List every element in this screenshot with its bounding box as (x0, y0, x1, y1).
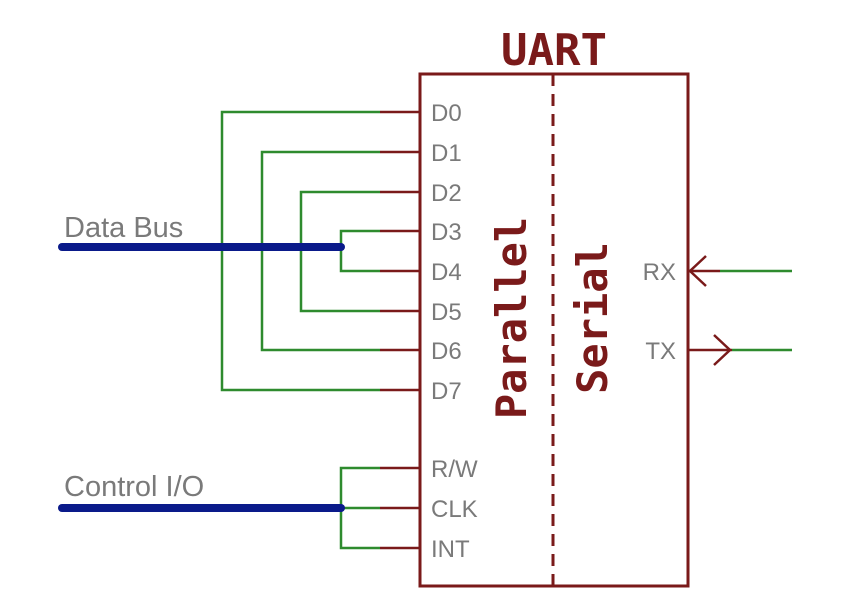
left-pin-stubs (380, 110, 420, 550)
pin-label-rx: RX (643, 259, 676, 286)
pin-label-d0: D0 (431, 100, 462, 127)
wire-d3-d4 (339, 229, 380, 273)
control-io-label: Control I/O (64, 471, 204, 503)
pin-label-clk: CLK (431, 496, 478, 523)
chip-title: UART (501, 25, 607, 76)
pin-label-tx: TX (645, 338, 676, 365)
control-pin-labels: R/W CLK INT (431, 456, 478, 563)
wire-d2-d5 (299, 190, 380, 313)
pin-label-d5: D5 (431, 299, 462, 326)
pin-label-d3: D3 (431, 219, 462, 246)
tx-output-arrow-icon (713, 334, 732, 366)
serial-label: Serial (568, 242, 617, 394)
pin-label-d6: D6 (431, 338, 462, 365)
pin-label-d1: D1 (431, 140, 462, 167)
data-pin-labels: D0 D1 D2 D3 D4 D5 D6 D7 (431, 100, 462, 405)
pin-label-d7: D7 (431, 378, 462, 405)
pin-label-rw: R/W (431, 456, 478, 483)
pin-label-d4: D4 (431, 259, 462, 286)
parallel-label: Parallel (487, 217, 536, 419)
pin-label-d2: D2 (431, 180, 462, 207)
data-bus-label: Data Bus (64, 212, 183, 244)
rx-input-arrow-icon (688, 255, 707, 287)
control-wires (339, 466, 380, 550)
pin-label-int: INT (431, 536, 470, 563)
